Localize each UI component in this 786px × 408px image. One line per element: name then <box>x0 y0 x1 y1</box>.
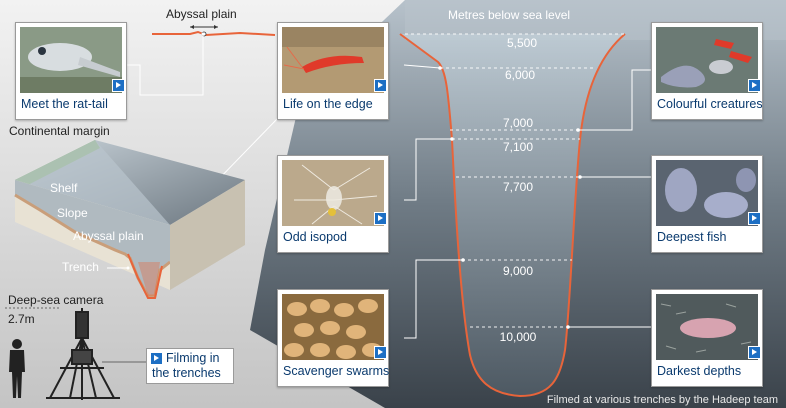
filming-line2: the trenches <box>152 366 221 380</box>
darkest-depths-caption: Darkest depths <box>657 364 742 378</box>
abyssal-plain-top-label: Abyssal plain <box>166 7 237 21</box>
depth-7700: 7,700 <box>502 180 534 194</box>
deep-sea-camera-label: Deep-sea camera <box>8 293 104 307</box>
rat-tail-caption: Meet the rat-tail <box>21 97 108 111</box>
play-icon[interactable] <box>748 79 761 92</box>
play-icon[interactable] <box>748 346 761 359</box>
card-odd-isopod[interactable]: Odd isopod <box>277 155 389 253</box>
odd-isopod-thumbnail <box>282 160 384 226</box>
continental-margin-label: Continental margin <box>9 124 110 138</box>
depth-7000: 7,000 <box>502 116 534 130</box>
depth-10000: 10,000 <box>499 330 537 344</box>
card-deepest-fish[interactable]: Deepest fish <box>651 155 763 253</box>
slope-label: Slope <box>57 206 88 220</box>
odd-isopod-caption: Odd isopod <box>283 230 347 244</box>
credit-text: Filmed at various trenches by the Hadeep… <box>546 394 778 406</box>
depth-9000: 9,000 <box>502 264 534 278</box>
card-colourful-creatures[interactable]: Colourful creatures <box>651 22 763 120</box>
card-life-on-edge[interactable]: Life on the edge <box>277 22 389 120</box>
camera-height-label: 2.7m <box>8 312 35 326</box>
scavenger-swarms-caption: Scavenger swarms <box>283 364 390 378</box>
colourful-creatures-caption: Colourful creatures <box>657 97 763 111</box>
depth-5500: 5,500 <box>506 36 538 50</box>
play-icon[interactable] <box>112 79 125 92</box>
filming-line1: Filming in <box>166 351 220 365</box>
play-icon[interactable] <box>748 212 761 225</box>
depth-7100: 7,100 <box>502 140 534 154</box>
life-on-edge-thumbnail <box>282 27 384 93</box>
play-icon[interactable] <box>374 346 387 359</box>
deep-sea-camera-figure <box>5 307 146 400</box>
card-rat-tail[interactable]: Meet the rat-tail <box>15 22 127 120</box>
darkest-depths-thumbnail <box>656 294 758 360</box>
deepest-fish-caption: Deepest fish <box>657 230 727 244</box>
play-icon <box>151 353 162 364</box>
trench-label: Trench <box>62 260 99 274</box>
continental-block <box>14 140 245 299</box>
filming-in-trenches-button[interactable]: Filming in the trenches <box>146 348 234 384</box>
metres-below-label: Metres below sea level <box>448 8 571 22</box>
shelf-label: Shelf <box>50 181 78 195</box>
play-icon[interactable] <box>374 212 387 225</box>
card-scavenger-swarms[interactable]: Scavenger swarms <box>277 289 389 387</box>
play-icon[interactable] <box>374 79 387 92</box>
deepest-fish-thumbnail <box>656 160 758 226</box>
card-darkest-depths[interactable]: Darkest depths <box>651 289 763 387</box>
life-on-edge-caption: Life on the edge <box>283 97 373 111</box>
colourful-creatures-thumbnail <box>656 27 758 93</box>
depth-6000: 6,000 <box>504 68 536 82</box>
scavenger-swarms-thumbnail <box>282 294 384 360</box>
rat-tail-thumbnail <box>20 27 122 93</box>
abyssal-plain-block-label: Abyssal plain <box>73 229 144 243</box>
